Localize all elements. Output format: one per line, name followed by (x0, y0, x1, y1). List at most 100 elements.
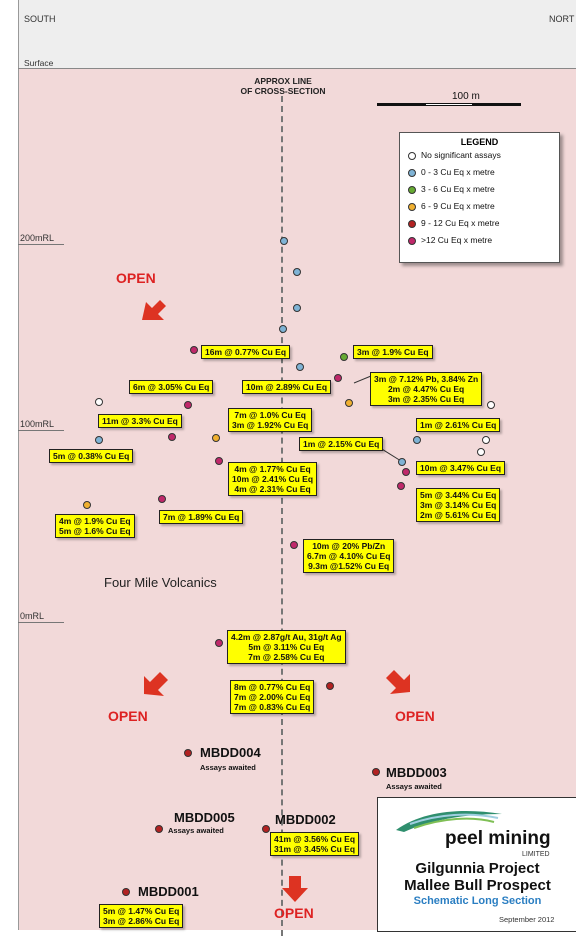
sample-dot (83, 501, 91, 509)
title-block: peel mining LIMITED Gilgunnia Project Ma… (377, 797, 576, 932)
hole-mbdd003-status: Assays awaited (386, 782, 442, 791)
hole-mbdd005-status: Assays awaited (168, 826, 224, 835)
logo-text: peel mining (445, 828, 551, 849)
legend-item-6-9: 6 - 9 Cu Eq x metre (408, 201, 495, 211)
legend-item-9-12: 9 - 12 Cu Eq x metre (408, 218, 499, 228)
intercept-label: 10m @ 20% Pb/Zn 6.7m @ 4.10% Cu Eq 9.3m … (303, 539, 395, 573)
intercept-label: 7m @ 1.89% Cu Eq (159, 510, 244, 524)
intercept-label: 3m @ 7.12% Pb, 3.84% Zn 2m @ 4.47% Cu Eq… (370, 372, 483, 406)
sample-dot (397, 482, 405, 490)
hole-mbdd004-name: MBDD004 (200, 745, 261, 760)
intercept-label: 1m @ 2.15% Cu Eq (299, 437, 384, 451)
cross-section-line (281, 96, 283, 936)
intercept-label: 11m @ 3.3% Cu Eq (98, 414, 182, 428)
hole-dot-mbdd003 (372, 768, 380, 776)
sample-dot (290, 541, 298, 549)
intercept-label: 41m @ 3.56% Cu Eq 31m @ 3.45% Cu Eq (270, 832, 360, 856)
red-dot-icon (408, 219, 416, 228)
intercept-label: 7m @ 1.0% Cu Eq 3m @ 1.92% Cu Eq (228, 408, 313, 432)
sample-dot (293, 268, 301, 276)
green-dot-icon (408, 185, 416, 194)
hole-mbdd003-name: MBDD003 (386, 765, 447, 780)
level-tick-200 (18, 244, 64, 245)
intercept-label: 4m @ 1.77% Cu Eq 10m @ 2.41% Cu Eq 4m @ … (228, 462, 318, 496)
four-mile-volcanics-label: Four Mile Volcanics (104, 575, 217, 590)
open-arrow-lower-right-icon (386, 670, 410, 694)
sample-dot (212, 434, 220, 442)
sample-dot (482, 436, 490, 444)
sample-dot (326, 682, 334, 690)
north-label: NORT (549, 14, 575, 24)
sample-dot (280, 237, 288, 245)
level-tick-100 (18, 430, 64, 431)
hole-mbdd004-status: Assays awaited (200, 763, 256, 772)
intercept-label: 8m @ 0.77% Cu Eq 7m @ 2.00% Cu Eq 7m @ 0… (230, 680, 315, 714)
surface-label: Surface (24, 58, 54, 68)
legend-item-12-plus: >12 Cu Eq x metre (408, 235, 492, 245)
hole-dot-mbdd004 (184, 749, 192, 757)
level-200mrl: 200mRL (20, 233, 55, 243)
sample-dot (296, 363, 304, 371)
sample-dot (95, 398, 103, 406)
sample-dot (340, 353, 348, 361)
sample-dot (168, 433, 176, 441)
sample-dot (293, 304, 301, 312)
level-100mrl: 100mRL (20, 419, 55, 429)
intercept-label: 10m @ 3.47% Cu Eq (416, 461, 506, 475)
magenta-dot-icon (408, 236, 416, 245)
hole-mbdd001-name: MBDD001 (138, 884, 199, 899)
section-title: Schematic Long Section (413, 895, 542, 907)
legend-item-3-6: 3 - 6 Cu Eq x metre (408, 184, 495, 194)
hole-dot-mbdd001 (122, 888, 130, 896)
logo-sub: LIMITED (522, 851, 550, 858)
sample-dot (487, 401, 495, 409)
sample-dot (345, 399, 353, 407)
sample-dot (279, 325, 287, 333)
sample-dot (402, 468, 410, 476)
intercept-label: 5m @ 0.38% Cu Eq (49, 449, 134, 463)
surface-line (18, 68, 576, 69)
level-tick-0 (18, 622, 64, 623)
project-title: Gilgunnia Project (415, 860, 540, 877)
sample-dot (184, 401, 192, 409)
sample-dot (398, 458, 406, 466)
date-label: September 2012 (499, 915, 555, 924)
intercept-label: 3m @ 1.9% Cu Eq (353, 345, 433, 359)
open-label-upper: OPEN (116, 270, 156, 286)
prospect-title: Mallee Bull Prospect (404, 877, 551, 894)
intercept-label: 5m @ 1.47% Cu Eq 3m @ 2.86% Cu Eq (99, 904, 184, 928)
sample-dot (334, 374, 342, 382)
intercept-label: 5m @ 3.44% Cu Eq 3m @ 3.14% Cu Eq 2m @ 5… (416, 488, 501, 522)
open-label-lower-left: OPEN (108, 708, 148, 724)
hole-dot-mbdd002 (262, 825, 270, 833)
legend: LEGEND No significant assays 0 - 3 Cu Eq… (399, 132, 560, 263)
intercept-label: 6m @ 3.05% Cu Eq (129, 380, 214, 394)
open-arrow-lower-left-icon (144, 672, 168, 696)
above-surface-band (18, 0, 576, 68)
orange-dot-icon (408, 202, 416, 211)
sample-dot (158, 495, 166, 503)
cross-section-label-1: APPROX LINE (254, 76, 312, 86)
legend-title: LEGEND (460, 137, 499, 147)
sample-dot (190, 346, 198, 354)
intercept-label: 16m @ 0.77% Cu Eq (201, 345, 291, 359)
sample-dot (215, 639, 223, 647)
sample-dot (413, 436, 421, 444)
scale-bar-dark (377, 103, 425, 106)
south-label: SOUTH (24, 14, 56, 24)
hole-mbdd005-name: MBDD005 (174, 810, 235, 825)
open-label-bottom: OPEN (274, 905, 314, 921)
open-label-lower-right: OPEN (395, 708, 435, 724)
hole-dot-mbdd005 (155, 825, 163, 833)
intercept-label: 1m @ 2.61% Cu Eq (416, 418, 501, 432)
sample-dot (95, 436, 103, 444)
intercept-label: 4.2m @ 2.87g/t Au, 31g/t Ag 5m @ 3.11% C… (227, 630, 346, 664)
open-arrow-bottom-icon (282, 876, 308, 902)
white-dot-icon (408, 151, 416, 160)
sample-dot (477, 448, 485, 456)
scale-bar-label: 100 m (452, 91, 480, 102)
scale-bar-dark-2 (473, 103, 521, 106)
intercept-label: 10m @ 2.89% Cu Eq (242, 380, 332, 394)
sample-dot (215, 457, 223, 465)
